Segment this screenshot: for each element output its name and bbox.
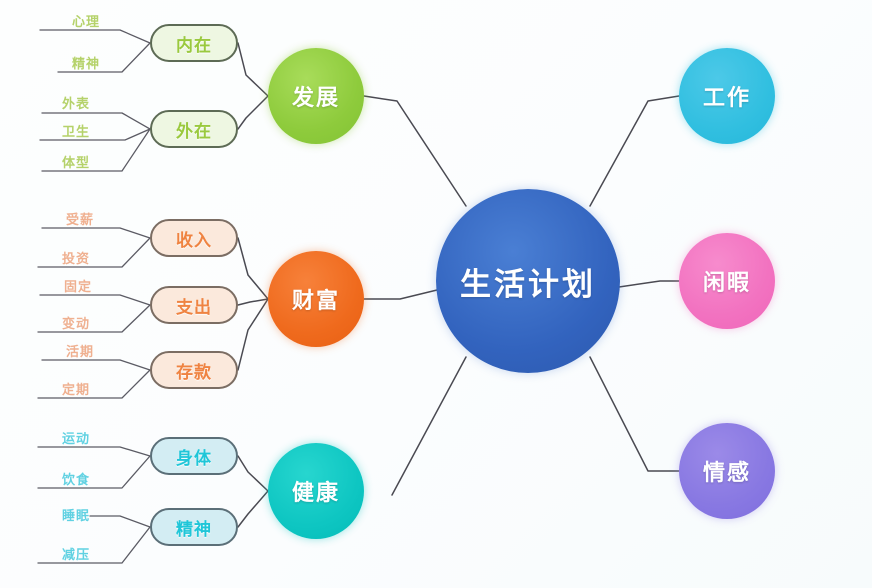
category-node-emotion[interactable]: 情感 <box>679 423 775 519</box>
leaf-label-health-spirit-2: 减压 <box>62 548 91 563</box>
category-node-development[interactable]: 发展 <box>268 48 364 144</box>
link-center-leisure <box>618 280 680 288</box>
link-outer-leaf-1 <box>41 112 151 130</box>
link-development-inner <box>237 42 269 97</box>
leaf-label-health-body-2: 饮食 <box>62 473 91 488</box>
leaf-label-dev-outer-1: 外表 <box>62 97 91 112</box>
leaf-label-wealth-expense-1: 固定 <box>64 280 93 295</box>
leaf-label-wealth-income-2: 投资 <box>62 252 91 267</box>
link-spirit-leaf-2 <box>37 526 151 564</box>
subnode-label-body: 身体 <box>176 448 212 469</box>
link-outer-leaf-2 <box>39 128 151 141</box>
subnode-label-expense: 支出 <box>176 297 212 318</box>
category-label-leisure: 闲暇 <box>702 271 751 296</box>
leaf-label-health-body-1: 运动 <box>62 432 91 447</box>
leaf-label-dev-outer-3: 体型 <box>62 156 91 171</box>
link-savings-leaf-1 <box>41 359 151 371</box>
link-development-outer <box>237 95 269 130</box>
center-node-label: 生活计划 <box>460 266 596 303</box>
link-body-leaf-2 <box>37 455 151 489</box>
link-center-emotion <box>589 356 680 472</box>
link-income-leaf-2 <box>37 237 151 268</box>
link-spirit-leaf-1 <box>89 515 151 528</box>
link-body-leaf-1 <box>37 446 151 457</box>
link-income-leaf-1 <box>41 227 151 239</box>
link-center-work <box>589 95 680 207</box>
category-node-work[interactable]: 工作 <box>679 48 775 144</box>
subnode-label-outer: 外在 <box>176 121 212 142</box>
leaf-label-wealth-income-1: 受薪 <box>66 213 95 228</box>
link-health-spirit <box>237 490 269 528</box>
subnode-body[interactable]: 身体 <box>150 437 238 475</box>
leaf-label-wealth-expense-2: 变动 <box>62 317 91 332</box>
link-wealth-savings <box>237 298 269 371</box>
leaf-label-wealth-savings-2: 定期 <box>62 383 91 398</box>
link-outer-leaf-3 <box>41 128 151 172</box>
leaf-label-wealth-savings-1: 活期 <box>66 345 95 360</box>
link-expense-leaf-1 <box>39 294 151 306</box>
category-node-wealth[interactable]: 财富 <box>268 251 364 347</box>
subnode-savings[interactable]: 存款 <box>150 351 238 389</box>
link-center-development <box>363 95 467 207</box>
leaf-label-dev-inner-2: 精神 <box>72 57 101 72</box>
category-node-health[interactable]: 健康 <box>268 443 364 539</box>
subnode-label-inner: 内在 <box>176 35 212 56</box>
leaf-label-dev-inner-1: 心理 <box>72 15 101 30</box>
link-wealth-income <box>237 237 269 300</box>
subnode-expense[interactable]: 支出 <box>150 286 238 324</box>
subnode-outer[interactable]: 外在 <box>150 110 238 148</box>
subnode-income[interactable]: 收入 <box>150 219 238 257</box>
category-node-leisure[interactable]: 闲暇 <box>679 233 775 329</box>
category-label-health: 健康 <box>291 481 340 506</box>
subnode-spirit[interactable]: 精神 <box>150 508 238 546</box>
link-center-health <box>391 356 467 496</box>
link-health-body <box>237 455 269 492</box>
category-label-work: 工作 <box>702 86 751 111</box>
category-label-emotion: 情感 <box>702 461 751 486</box>
leaf-label-dev-outer-2: 卫生 <box>62 125 91 140</box>
subnode-label-spirit: 精神 <box>176 519 212 540</box>
category-label-development: 发展 <box>291 86 340 111</box>
link-center-wealth <box>363 289 438 300</box>
link-savings-leaf-2 <box>37 369 151 399</box>
category-label-wealth: 财富 <box>291 289 340 314</box>
center-node[interactable]: 生活计划 <box>436 189 620 373</box>
link-inner-leaf-1 <box>39 29 151 44</box>
leaf-label-health-spirit-1: 睡眠 <box>62 509 91 524</box>
subnode-label-income: 收入 <box>176 230 212 251</box>
subnode-label-savings: 存款 <box>176 362 212 383</box>
subnode-inner[interactable]: 内在 <box>150 24 238 62</box>
link-wealth-expense <box>237 298 269 306</box>
link-expense-leaf-2 <box>37 304 151 333</box>
